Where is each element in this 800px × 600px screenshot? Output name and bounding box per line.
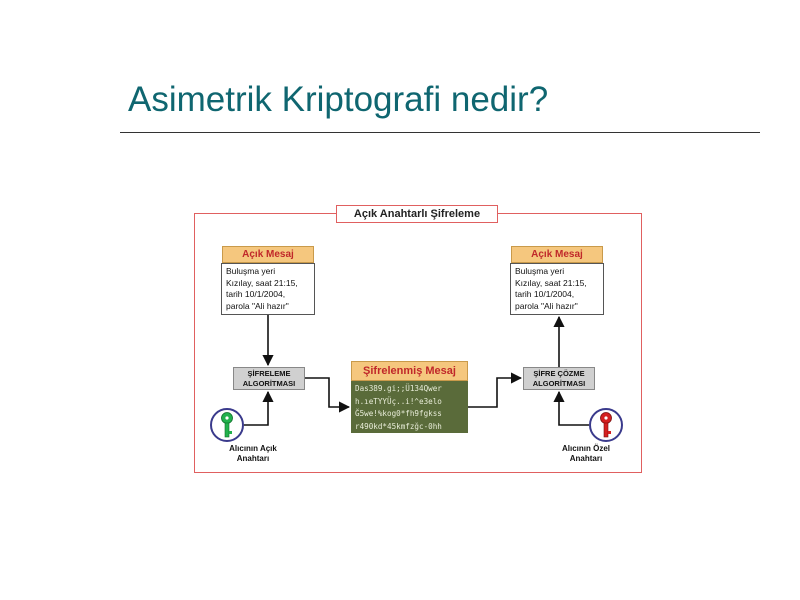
plain-message-right-line: Buluşma yeri xyxy=(515,266,565,276)
plain-message-left-header: Açık Mesaj xyxy=(222,246,314,263)
public-key-label-line: Alıcının Açık xyxy=(229,444,277,453)
private-key-label: Alıcının Özel Anahtarı xyxy=(541,444,631,464)
encrypted-message-line: Ğ5we!%kog0*fh9fgkss xyxy=(355,409,442,418)
public-key-label-line: Anahtarı xyxy=(236,454,270,463)
plain-message-right-line: tarih 10/1/2004, xyxy=(515,289,575,299)
encryption-algorithm-label: ŞİFRELEME xyxy=(247,369,291,378)
encrypted-message-line: h.ıeTYYÜç..i!^e3elo xyxy=(355,396,442,406)
plain-message-left-line: Buluşma yeri xyxy=(226,266,276,276)
encrypted-message-header: Şifrelenmiş Mesaj xyxy=(351,361,468,381)
encrypted-message-line: r490kd*45kmfzğc-0hh xyxy=(355,421,442,431)
encrypted-message-body: Das389.gi;;Ü134Qwer h.ıeTYYÜç..i!^e3elo … xyxy=(351,381,468,433)
decryption-algorithm-label: ALGORİTMASI xyxy=(532,379,586,388)
plain-message-right-line: parola "Ali hazır" xyxy=(515,300,578,311)
green-key-icon xyxy=(210,408,244,442)
encryption-algorithm-label: ALGORİTMASI xyxy=(242,379,296,388)
private-key-label-line: Anahtarı xyxy=(569,454,603,463)
arrow-ciphertext-to-decrypt xyxy=(468,372,523,408)
arrow-private-key-to-decrypt xyxy=(553,390,589,426)
public-key-label: Alıcının Açık Anahtarı xyxy=(208,444,298,464)
plain-message-right-header: Açık Mesaj xyxy=(511,246,603,263)
plain-message-left-line: parola "Ali hazır" xyxy=(226,300,289,311)
decryption-algorithm-label: ŞİFRE ÇÖZME xyxy=(533,369,585,378)
title-divider xyxy=(120,132,760,133)
decryption-algorithm-box: ŞİFRE ÇÖZME ALGORİTMASI xyxy=(523,367,595,390)
plain-message-left-line: Kızılay, saat 21:15, xyxy=(226,277,298,288)
plain-message-right-body: Buluşma yeri Kızılay, saat 21:15, tarih … xyxy=(510,263,604,315)
plain-message-left-body: Buluşma yeri Kızılay, saat 21:15, tarih … xyxy=(221,263,315,315)
plain-message-right-line: Kızılay, saat 21:15, xyxy=(515,277,587,288)
slide-title: Asimetrik Kriptografi nedir? xyxy=(128,80,549,119)
plain-message-left-line: tarih 10/1/2004, xyxy=(226,289,286,299)
encryption-algorithm-box: ŞİFRELEME ALGORİTMASI xyxy=(233,367,305,390)
arrow-encrypt-to-ciphertext xyxy=(305,377,351,413)
private-key-label-line: Alıcının Özel xyxy=(561,444,610,453)
encrypted-message-line: Das389.gi;;Ü134Qwer xyxy=(355,384,442,393)
red-key-icon xyxy=(589,408,623,442)
diagram-title: Açık Anahtarlı Şifreleme xyxy=(336,205,498,223)
arrow-public-key-to-encrypt xyxy=(244,390,274,426)
